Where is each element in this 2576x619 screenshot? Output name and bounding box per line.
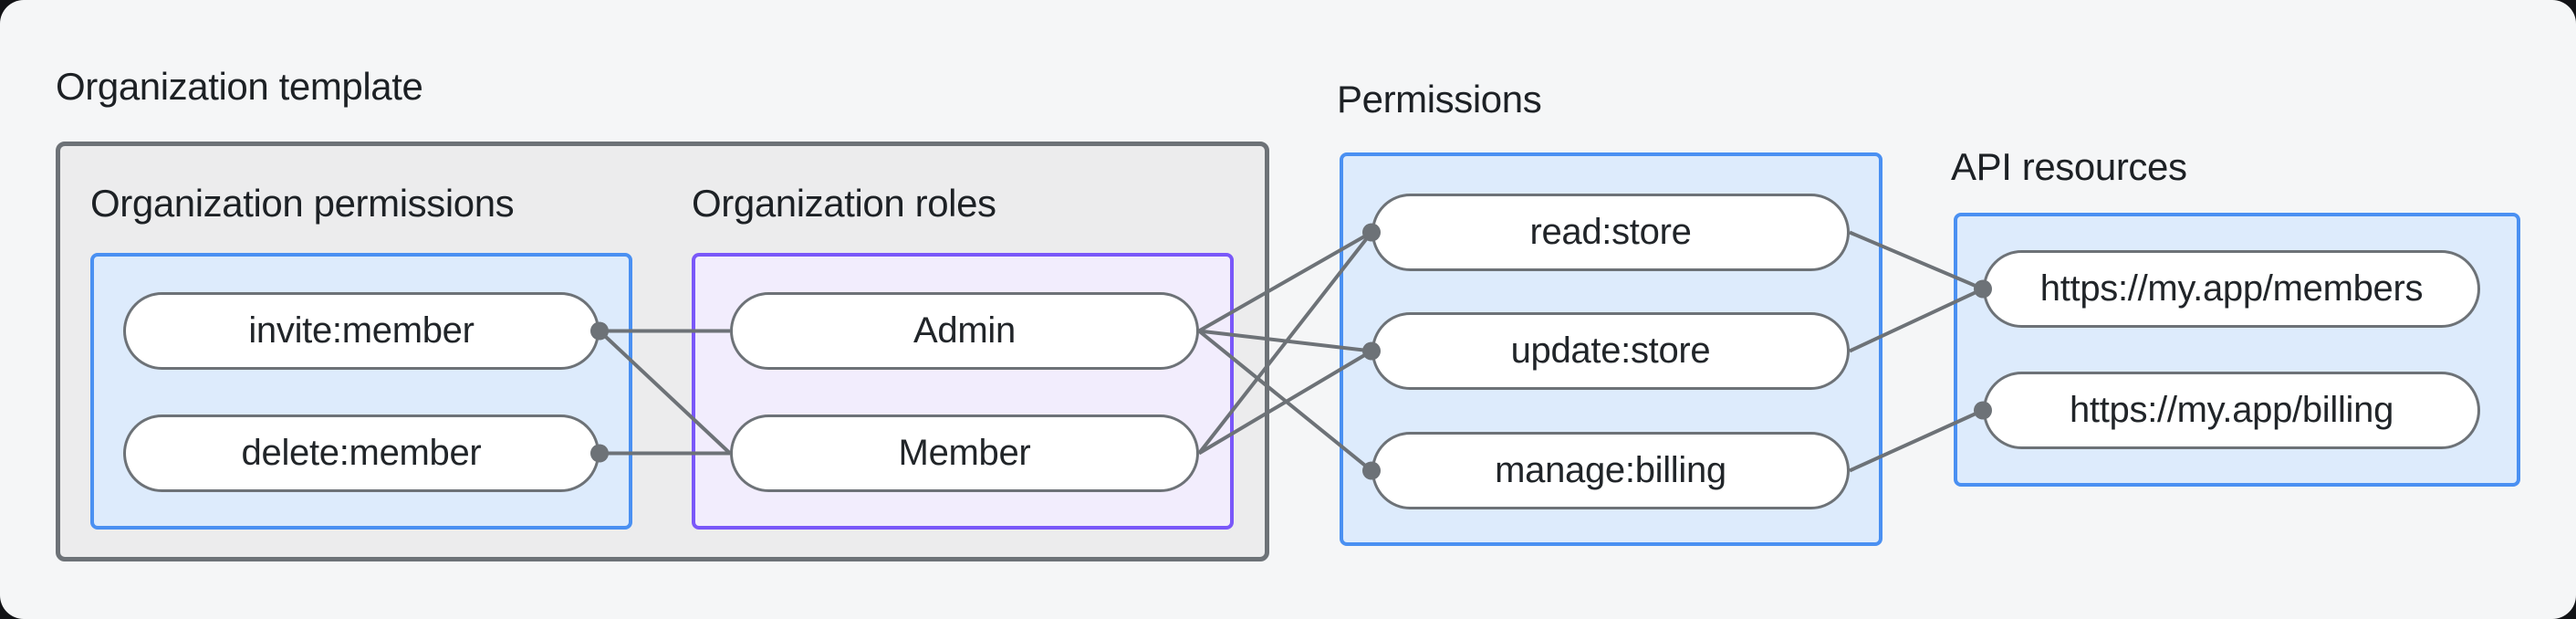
node-update-store: update:store [1371,312,1850,390]
node-manage-billing: manage:billing [1371,432,1850,509]
org-roles-heading: Organization roles [692,182,996,225]
api-resources-heading: API resources [1951,145,2187,188]
node-delete-member: delete:member [123,414,600,492]
org-permissions-heading: Organization permissions [90,182,515,225]
node-members-api-resource: https://my.app/members [1983,250,2480,328]
node-member-role: Member [730,414,1199,492]
node-read-store: read:store [1371,194,1850,271]
node-billing-api-resource: https://my.app/billing [1983,372,2480,449]
permissions-heading: Permissions [1337,78,1542,121]
org-template-heading: Organization template [56,65,423,108]
node-invite-member: invite:member [123,292,600,370]
node-admin-role: Admin [730,292,1199,370]
